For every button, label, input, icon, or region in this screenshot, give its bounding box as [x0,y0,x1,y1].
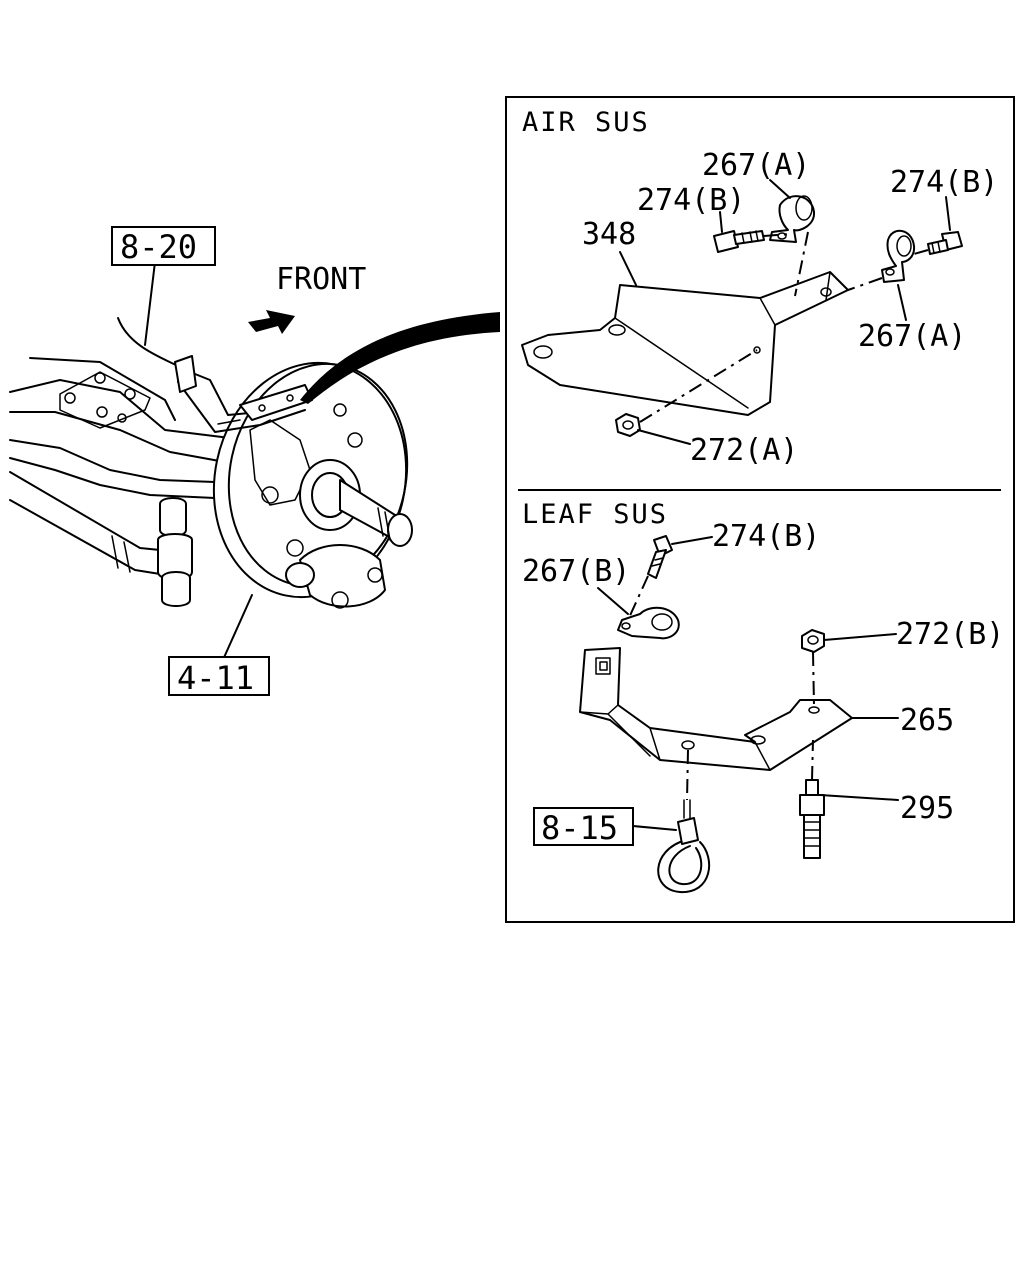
label-274b-leaf: 274(B) [712,519,820,554]
front-label: FRONT [276,262,366,297]
clip-267a-right[interactable] [881,230,916,283]
bolt-274b-left[interactable] [713,230,765,253]
stud-bolt-295[interactable] [799,779,825,859]
label-267a-top: 267(A) [702,148,810,183]
clip-267b[interactable] [617,606,680,640]
label-265: 265 [900,703,954,738]
bracket-348[interactable] [521,271,849,416]
bolt-274b-right[interactable] [927,231,963,255]
detail-callout-pointer [300,312,500,404]
leaf-sus-title: LEAF SUS [522,499,668,530]
label-274b-right: 274(B) [890,165,998,200]
ref-8-15-label: 8-15 [541,809,618,847]
bolt-274b-leaf[interactable] [647,535,673,579]
ref-8-20-label: 8-20 [120,228,197,266]
label-295: 295 [900,791,954,826]
clip-267a-top[interactable] [769,195,816,243]
band-clamp[interactable] [657,799,711,894]
axle-assembly-drawing [9,317,413,609]
label-272a: 272(A) [690,433,798,468]
label-348: 348 [582,217,636,252]
front-arrow-icon [248,310,295,334]
detail-box [505,96,1015,923]
label-272b: 272(B) [896,617,1004,652]
air-sus-title: AIR SUS [522,107,650,138]
ref-box-4-11[interactable]: 4-11 [168,656,270,697]
nut-272a[interactable] [615,413,641,437]
label-267a-right: 267(A) [858,319,966,354]
ref-box-8-15[interactable]: 8-15 [533,807,634,847]
nut-272b[interactable] [801,629,825,653]
label-267b: 267(B) [522,554,630,589]
bracket-265[interactable] [579,647,853,771]
label-274b-left: 274(B) [637,183,745,218]
ref-box-8-20[interactable]: 8-20 [111,226,216,266]
ref-4-11-label: 4-11 [177,659,254,697]
